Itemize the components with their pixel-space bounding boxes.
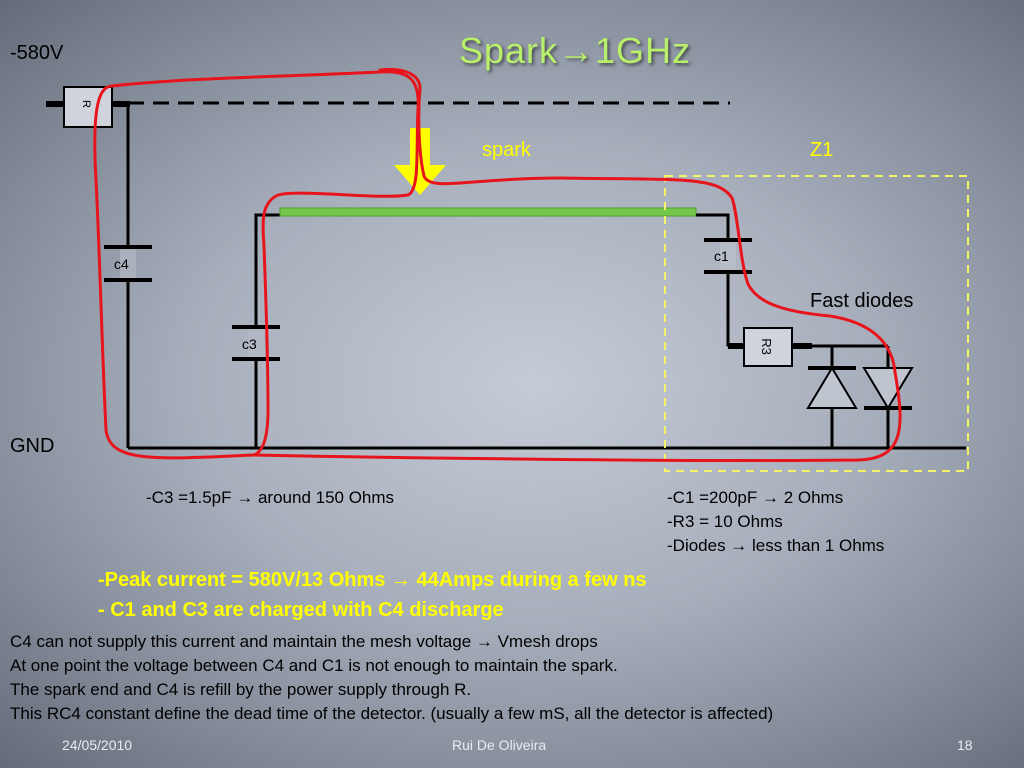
c3-wire [254, 213, 280, 448]
c1-label: c1 [714, 248, 729, 264]
mesh-strip [279, 207, 697, 217]
body-line-2: At one point the voltage between C4 and … [10, 656, 618, 675]
supply-voltage-label: -580V [10, 42, 64, 64]
resistor-r3-label: R3 [758, 338, 774, 355]
footer-date: 24/05/2010 [62, 737, 133, 753]
current-loop [93, 67, 902, 463]
resistor-r-label: R [79, 100, 92, 108]
diodes-note: -Diodes → less than 1 Ohms [667, 536, 885, 555]
z1-zone [664, 175, 969, 472]
footer-page-number: 18 [957, 737, 973, 753]
c3-label: c3 [242, 336, 257, 352]
body-line-4: This RC4 constant define the dead time o… [10, 704, 774, 723]
z1-label: Z1 [810, 139, 834, 161]
r3-note: -R3 = 10 Ohms [667, 512, 783, 531]
footer-author: Rui De Oliveira [452, 737, 547, 753]
resistor-r3 [743, 327, 793, 367]
c3-note: -C3 =1.5pF → around 150 Ohms [146, 488, 395, 507]
c1-note: -C1 =200pF → 2 Ohms [667, 488, 844, 507]
diode-1 [806, 366, 858, 409]
charge-line: - C1 and C3 are charged with C4 discharg… [98, 599, 504, 621]
peak-current-line: -Peak current = 580V/13 Ohms → 44Amps du… [98, 569, 647, 591]
body-line-1: C4 can not supply this current and maint… [10, 632, 598, 651]
diode-2 [862, 367, 914, 410]
slide-title: Spark→1GHz [458, 30, 692, 71]
c1-wire [696, 213, 744, 347]
ground-label: GND [10, 435, 55, 457]
body-line-3: The spark end and C4 is refill by the po… [10, 680, 472, 699]
fast-diodes-label: Fast diodes [810, 290, 914, 312]
c4-label: c4 [114, 256, 129, 272]
spark-label: spark [482, 139, 531, 161]
